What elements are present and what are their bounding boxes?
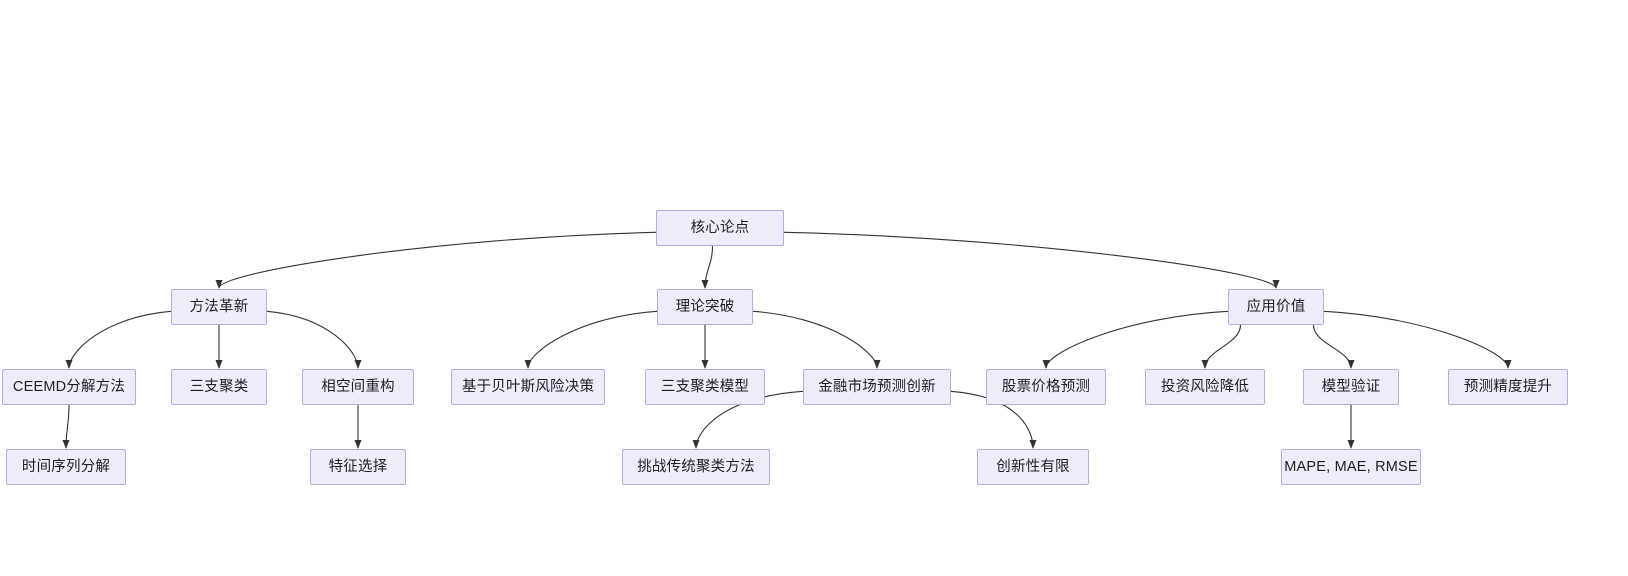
flow-node-l2j[interactable]: 预测精度提升: [1448, 369, 1568, 405]
flow-node-label: 投资风险降低: [1160, 378, 1250, 395]
flow-node-l2c[interactable]: 相空间重构: [302, 369, 414, 405]
flow-node-l2d[interactable]: 基于贝叶斯风险决策: [451, 369, 605, 405]
flow-node-root[interactable]: 核心论点: [656, 210, 784, 246]
flow-node-l3a[interactable]: 时间序列分解: [6, 449, 126, 485]
flow-node-label: 三支聚类模型: [660, 378, 750, 395]
flow-node-label: 时间序列分解: [21, 458, 111, 475]
flow-node-l1a[interactable]: 方法革新: [171, 289, 267, 325]
flow-node-label: 特征选择: [328, 458, 388, 475]
flow-node-label: 挑战传统聚类方法: [637, 458, 755, 475]
flow-node-l2g[interactable]: 股票价格预测: [986, 369, 1106, 405]
flow-node-label: 基于贝叶斯风险决策: [461, 378, 595, 395]
flow-node-label: MAPE, MAE, RMSE: [1284, 458, 1418, 475]
flow-node-l2a[interactable]: CEEMD分解方法: [2, 369, 136, 405]
flow-node-label: 创新性有限: [996, 458, 1070, 475]
flow-node-label: 应用价值: [1246, 298, 1306, 315]
flow-node-l2f[interactable]: 金融市场预测创新: [803, 369, 951, 405]
flow-node-l3d[interactable]: 创新性有限: [977, 449, 1089, 485]
flow-node-l2b[interactable]: 三支聚类: [171, 369, 267, 405]
flow-node-label: 相空间重构: [321, 378, 395, 395]
flow-node-l2h[interactable]: 投资风险降低: [1145, 369, 1265, 405]
flow-node-label: 股票价格预测: [1001, 378, 1091, 395]
flow-node-l3e[interactable]: MAPE, MAE, RMSE: [1281, 449, 1421, 485]
flow-node-l3c[interactable]: 挑战传统聚类方法: [622, 449, 770, 485]
flow-node-l3b[interactable]: 特征选择: [310, 449, 406, 485]
flow-node-l2i[interactable]: 模型验证: [1303, 369, 1399, 405]
flow-node-label: 核心论点: [690, 219, 750, 236]
flow-node-label: 模型验证: [1321, 378, 1381, 395]
flow-node-l1b[interactable]: 理论突破: [657, 289, 753, 325]
flow-node-label: 金融市场预测创新: [818, 378, 936, 395]
flow-node-label: 理论突破: [675, 298, 735, 315]
flow-node-l1c[interactable]: 应用价值: [1228, 289, 1324, 325]
flow-node-label: 三支聚类: [189, 378, 249, 395]
flow-node-l2e[interactable]: 三支聚类模型: [645, 369, 765, 405]
flow-node-label: 预测精度提升: [1463, 378, 1553, 395]
flow-node-label: 方法革新: [189, 298, 249, 315]
flow-node-label: CEEMD分解方法: [12, 378, 126, 395]
